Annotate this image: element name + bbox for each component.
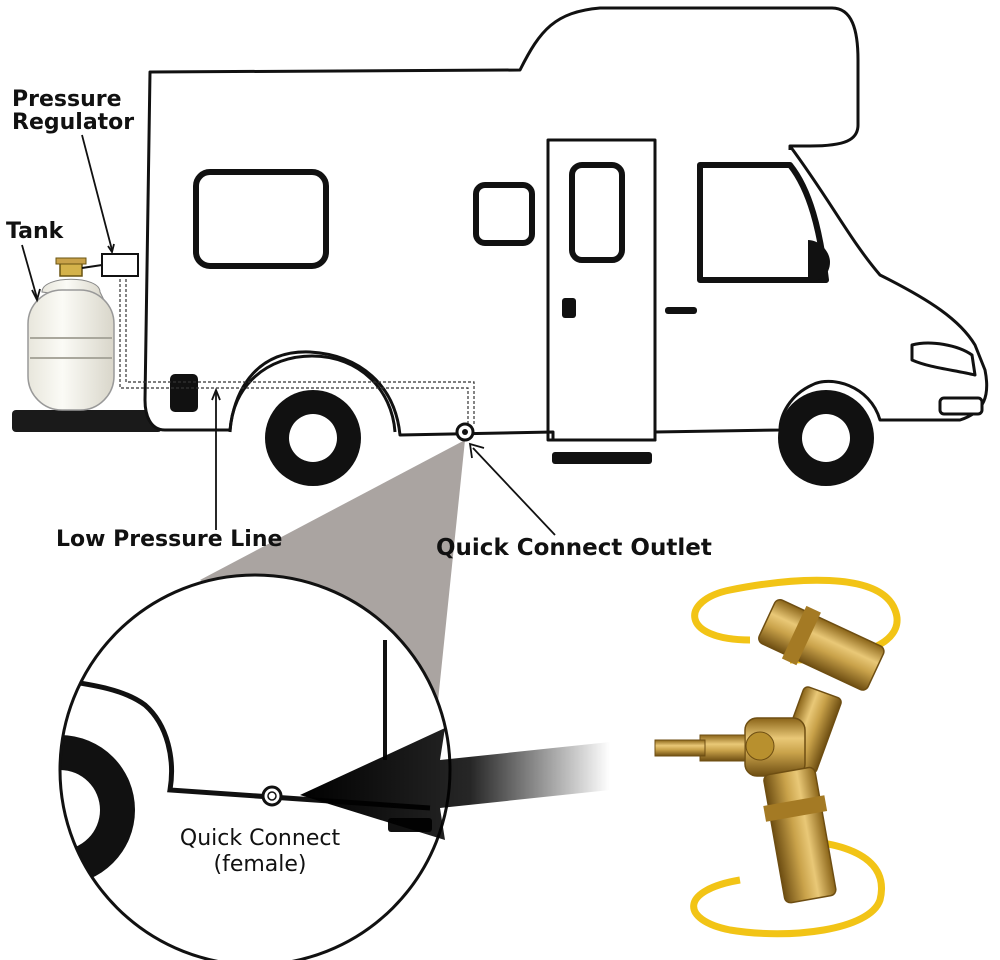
rv-wheels (265, 390, 874, 486)
zoom-circle (58, 573, 452, 960)
label-low-pressure-line: Low Pressure Line (56, 527, 283, 552)
pressure-regulator-icon (101, 253, 139, 277)
label-quick-connect-female: Quick Connect (female) (179, 826, 341, 878)
brass-y-splitter-icon (654, 576, 901, 938)
pointer-arrow-icon (300, 728, 610, 840)
low-pressure-line (119, 274, 475, 426)
label-pointers (21, 134, 556, 536)
label-pressure-regulator: Pressure Regulator (12, 87, 135, 136)
rv-motorhome-icon (143, 6, 989, 464)
propane-tank-icon (27, 257, 115, 411)
ground-pad (12, 410, 162, 432)
label-tank: Tank (6, 219, 64, 244)
label-quick-connect-outlet: Quick Connect Outlet (436, 535, 712, 561)
